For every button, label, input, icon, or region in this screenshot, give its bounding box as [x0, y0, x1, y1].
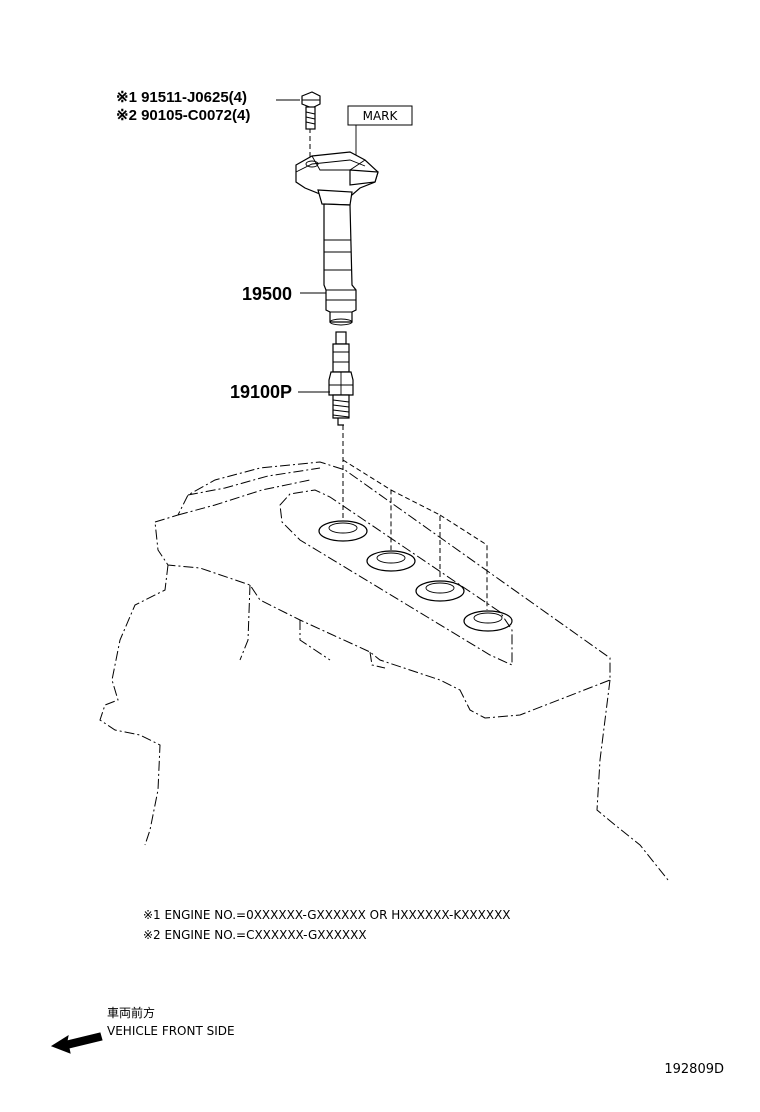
callout-plug: 19100P [230, 382, 330, 402]
plug-hole-2 [366, 550, 416, 572]
callout-coil: 19500 [242, 284, 326, 304]
engine-right-side [596, 679, 669, 881]
plug-hole-3-inner [425, 582, 455, 594]
bolt [301, 91, 321, 130]
engine-note-2: ※2 ENGINE NO.=CXXXXXX-GXXXXXX [143, 928, 367, 942]
plug-recess [279, 489, 513, 666]
installation-leaders [309, 128, 488, 610]
engine-front-lower [239, 584, 386, 669]
spark-plug [328, 331, 354, 426]
leader-hole-4 [439, 514, 488, 610]
arrow-left-icon [50, 1032, 103, 1054]
callout-bolt: ※1 91511-J0625(4) ※2 90105-C0072(4) [116, 89, 300, 124]
head-cover-top [154, 461, 611, 719]
callout-mark: MARK [347, 105, 413, 155]
plug-hole-3 [415, 580, 465, 602]
mark-label: MARK [363, 109, 399, 123]
bolt-part-number-1: ※1 91511-J0625(4) [116, 89, 247, 106]
mark-box [347, 105, 413, 126]
coil-part-number: 19500 [242, 284, 292, 304]
plug-hole-4-inner [473, 612, 503, 624]
ignition-coil [295, 151, 379, 326]
leader-hole-3 [390, 489, 441, 580]
engine-left-side [99, 564, 169, 846]
plug-hole-1-inner [328, 522, 358, 534]
plug-part-number: 19100P [230, 382, 292, 402]
engine-outline [99, 461, 669, 881]
plug-hole-4 [463, 610, 513, 632]
plug-hole-1 [318, 520, 368, 542]
figure-id: 192809D [664, 1062, 724, 1077]
bolt-part-number-2: ※2 90105-C0072(4) [116, 107, 250, 124]
engine-notes: ※1 ENGINE NO.=0XXXXXX-GXXXXXX OR HXXXXXX… [143, 908, 511, 942]
vehicle-front-indicator: 車両前方 VEHICLE FRONT SIDE [50, 1005, 235, 1054]
vehicle-front-label-jp: 車両前方 [107, 1005, 155, 1020]
head-cover-ridge [177, 467, 321, 516]
engine-note-1: ※1 ENGINE NO.=0XXXXXX-GXXXXXX OR HXXXXXX… [143, 908, 511, 922]
vehicle-front-label: VEHICLE FRONT SIDE [107, 1024, 235, 1038]
spark-plug-holes [318, 520, 513, 632]
plug-hole-2-inner [376, 552, 406, 564]
